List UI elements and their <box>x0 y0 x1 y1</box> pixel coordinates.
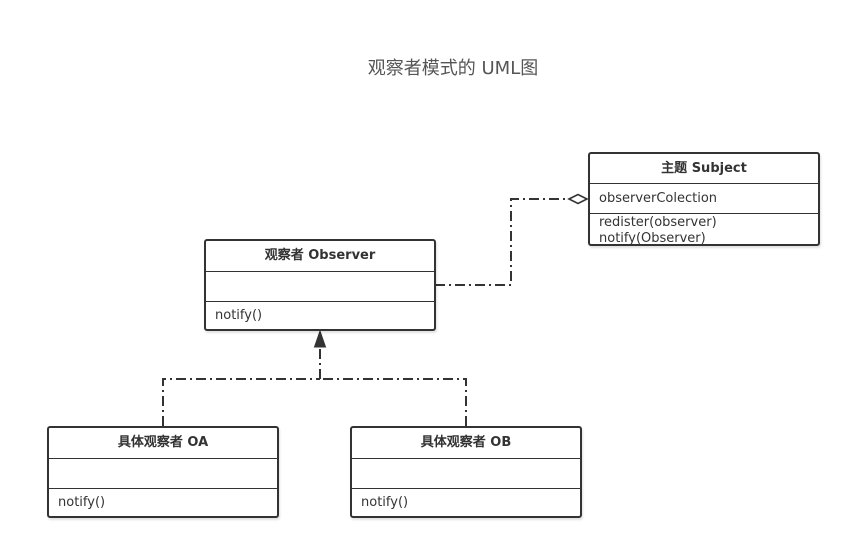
class-oa-name: 具体观察者 OA <box>49 428 277 459</box>
class-subject-name: 主题 Subject <box>590 154 818 184</box>
class-subject-attributes: observerColection <box>590 184 818 214</box>
class-observer-name: 观察者 Observer <box>206 241 434 272</box>
class-observer-operations: notify() <box>206 302 434 330</box>
class-observer[interactable]: 观察者 Observer notify() <box>204 239 436 331</box>
inheritance-connector-ob[interactable] <box>320 378 467 426</box>
class-subject-operation: notify(Observer) <box>599 231 706 246</box>
class-observer-operation: notify() <box>215 308 263 323</box>
class-oa-operations: notify() <box>49 489 277 517</box>
inheritance-connector-oa[interactable] <box>162 378 320 426</box>
inheritance-arrowhead-icon <box>313 329 327 348</box>
class-ob-operations: notify() <box>352 489 580 517</box>
class-oa-attributes <box>49 459 277 489</box>
class-subject[interactable]: 主题 Subject observerColection redister(ob… <box>588 152 820 246</box>
class-ob-attributes <box>352 459 580 489</box>
diagram-title: 观察者模式的 UML图 <box>367 58 539 79</box>
class-subject-operation: redister(observer) <box>599 215 717 230</box>
aggregation-connector[interactable] <box>435 198 569 286</box>
class-ob[interactable]: 具体观察者 OB notify() <box>350 426 582 518</box>
class-observer-attributes <box>206 272 434 302</box>
class-subject-operations: redister(observer) notify(Observer) <box>590 214 818 247</box>
aggregation-diamond-icon <box>567 193 589 205</box>
class-oa[interactable]: 具体观察者 OA notify() <box>47 426 279 518</box>
class-ob-operation: notify() <box>361 495 409 510</box>
class-oa-operation: notify() <box>58 495 106 510</box>
class-subject-attribute: observerColection <box>599 191 718 206</box>
class-ob-name: 具体观察者 OB <box>352 428 580 459</box>
